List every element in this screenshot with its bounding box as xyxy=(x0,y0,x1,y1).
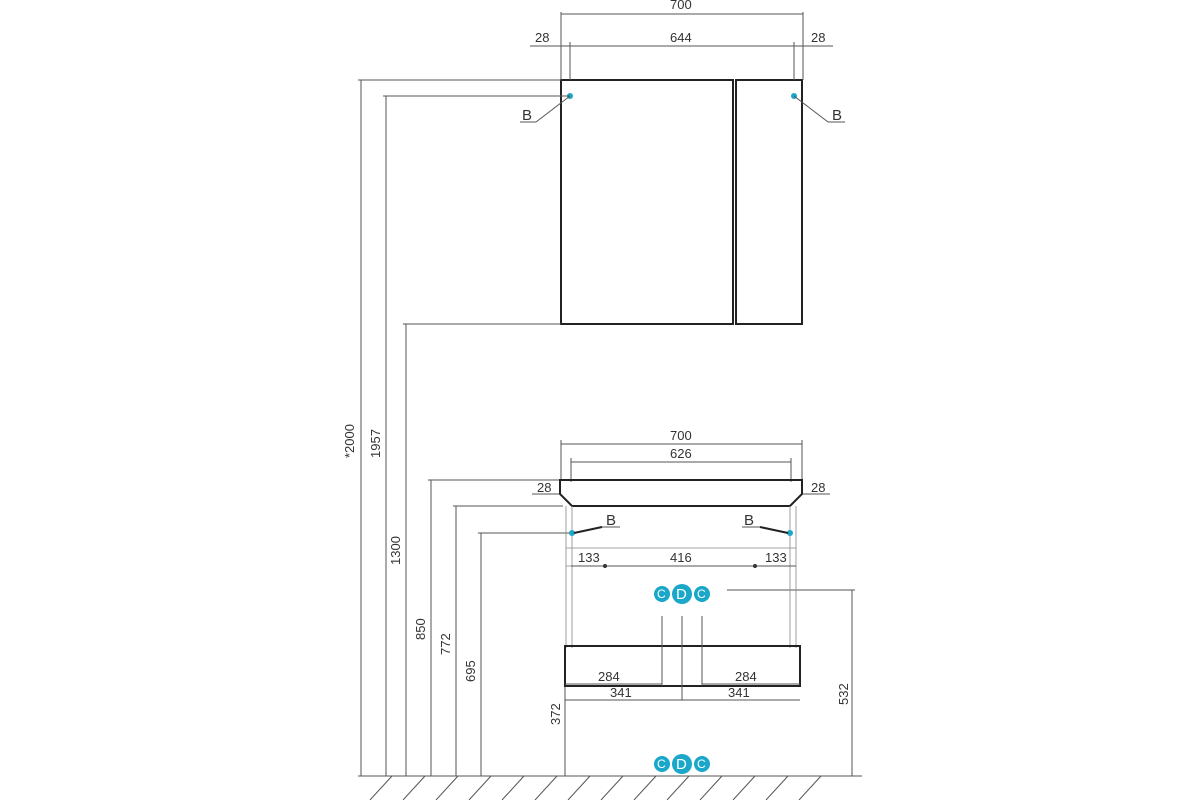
hot-water-connection-icon xyxy=(694,586,710,602)
dim-holes-middle: 416 xyxy=(670,550,692,565)
mount-label-left: B xyxy=(606,512,616,529)
mount-point-icon xyxy=(569,530,575,536)
top-cabinet: B B xyxy=(520,79,845,325)
dim-top-side-right: 28 xyxy=(811,30,825,45)
mount-label-right: B xyxy=(832,107,842,124)
dim-height-sink-top: 850 xyxy=(413,618,428,640)
dim-sink-width-total: 700 xyxy=(670,428,692,443)
cold-water-connection-icon xyxy=(654,586,670,602)
hot-water-connection-icon xyxy=(694,756,710,772)
floor-line xyxy=(358,775,862,800)
dim-pipe-right-outer: 341 xyxy=(728,685,750,700)
connection-label: D xyxy=(676,756,687,773)
sink-countertop xyxy=(559,479,803,507)
connection-label: C xyxy=(657,587,666,601)
top-cabinet-left-door xyxy=(560,79,734,325)
dim-height-top-mount: 1957 xyxy=(368,429,383,458)
dim-top-width-inner: 644 xyxy=(670,30,692,45)
dim-sink-side-right: 28 xyxy=(811,480,825,495)
dim-sink-side-left: 28 xyxy=(537,480,551,495)
dim-height-overall: *2000 xyxy=(342,424,357,458)
dim-top-side-left: 28 xyxy=(535,30,549,45)
connection-label: C xyxy=(697,757,706,771)
sink-cabinet: 700 626 28 28 B B 133 416 133 xyxy=(532,428,830,701)
drain-connection-icon xyxy=(672,584,692,604)
dim-height-mount-line: 695 xyxy=(463,660,478,682)
top-cabinet-dimensions: 700 644 28 28 xyxy=(530,0,833,80)
connection-group-floor: C D C xyxy=(654,754,710,774)
dim-holes-right: 133 xyxy=(765,550,787,565)
connection-group-upper: C D C xyxy=(654,584,710,604)
mount-point-icon xyxy=(787,530,793,536)
dim-sink-width-inner: 626 xyxy=(670,446,692,461)
height-dimensions: *2000 1957 1300 850 772 695 372 532 xyxy=(342,79,855,776)
dim-height-top-bottom: 1300 xyxy=(388,536,403,565)
connection-label: D xyxy=(676,586,687,603)
connection-label: C xyxy=(697,587,706,601)
dim-pipe-right-inner: 284 xyxy=(735,669,757,684)
cold-water-connection-icon xyxy=(654,756,670,772)
mount-label-left: B xyxy=(522,107,532,124)
dim-top-width-total: 700 xyxy=(670,0,692,12)
mount-label-right: B xyxy=(744,512,754,529)
top-cabinet-right-door xyxy=(735,79,803,325)
connection-label: C xyxy=(657,757,666,771)
drain-connection-icon xyxy=(672,754,692,774)
dim-height-base-top: 372 xyxy=(548,703,563,725)
dim-pipe-left-outer: 341 xyxy=(610,685,632,700)
dim-height-outlet: 532 xyxy=(836,683,851,705)
dim-height-sink-under: 772 xyxy=(438,633,453,655)
dim-holes-left: 133 xyxy=(578,550,600,565)
floor-hatching xyxy=(369,775,822,800)
dim-pipe-left-inner: 284 xyxy=(598,669,620,684)
